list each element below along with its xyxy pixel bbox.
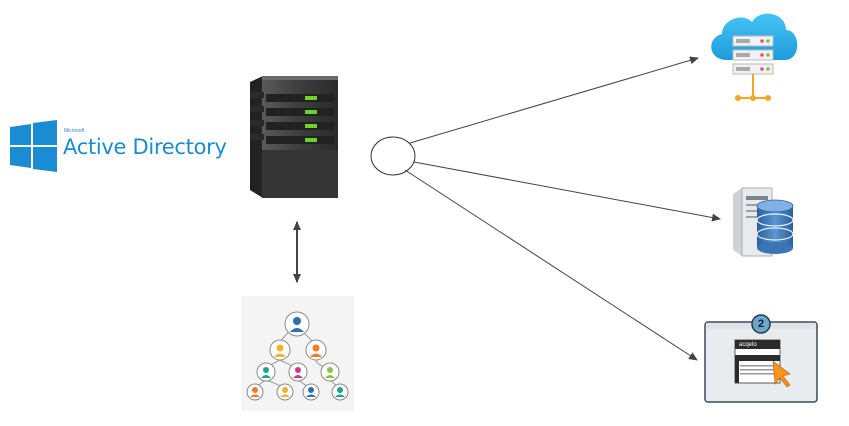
server-drive-bays [250, 92, 334, 144]
hub-database-edge [413, 161, 721, 222]
user-avatar-icon [305, 339, 327, 361]
user-avatar-icon [256, 362, 276, 382]
badge-icon [751, 314, 771, 334]
user-hierarchy-icon [241, 296, 354, 411]
database-server-icon [733, 187, 794, 257]
user-avatar-icon [288, 362, 308, 382]
user-avatar-icon [269, 339, 291, 361]
web-app-icon [704, 314, 818, 403]
windows-logo-icon [10, 120, 57, 172]
user-avatar-icon [246, 383, 264, 401]
app-brand-label: acqelo [739, 342, 757, 348]
cloud-server-icon [711, 13, 798, 101]
user-avatar-icon [302, 383, 320, 401]
hub-cloud-edge [409, 56, 699, 144]
notification-badge-count: 2 [757, 318, 765, 330]
ad-product-label: Active Directory [63, 135, 227, 159]
ad-vendor-label: Microsoft [64, 128, 85, 134]
user-avatar-icon [284, 311, 310, 337]
connector-ellipse [370, 136, 416, 176]
server-status-leds [305, 96, 317, 142]
tower-server-icon [250, 76, 338, 198]
hub-webapp-edge [404, 169, 698, 361]
user-avatar-icon [320, 362, 340, 382]
user-avatar-icon [331, 383, 349, 401]
user-avatar-icon [276, 383, 294, 401]
